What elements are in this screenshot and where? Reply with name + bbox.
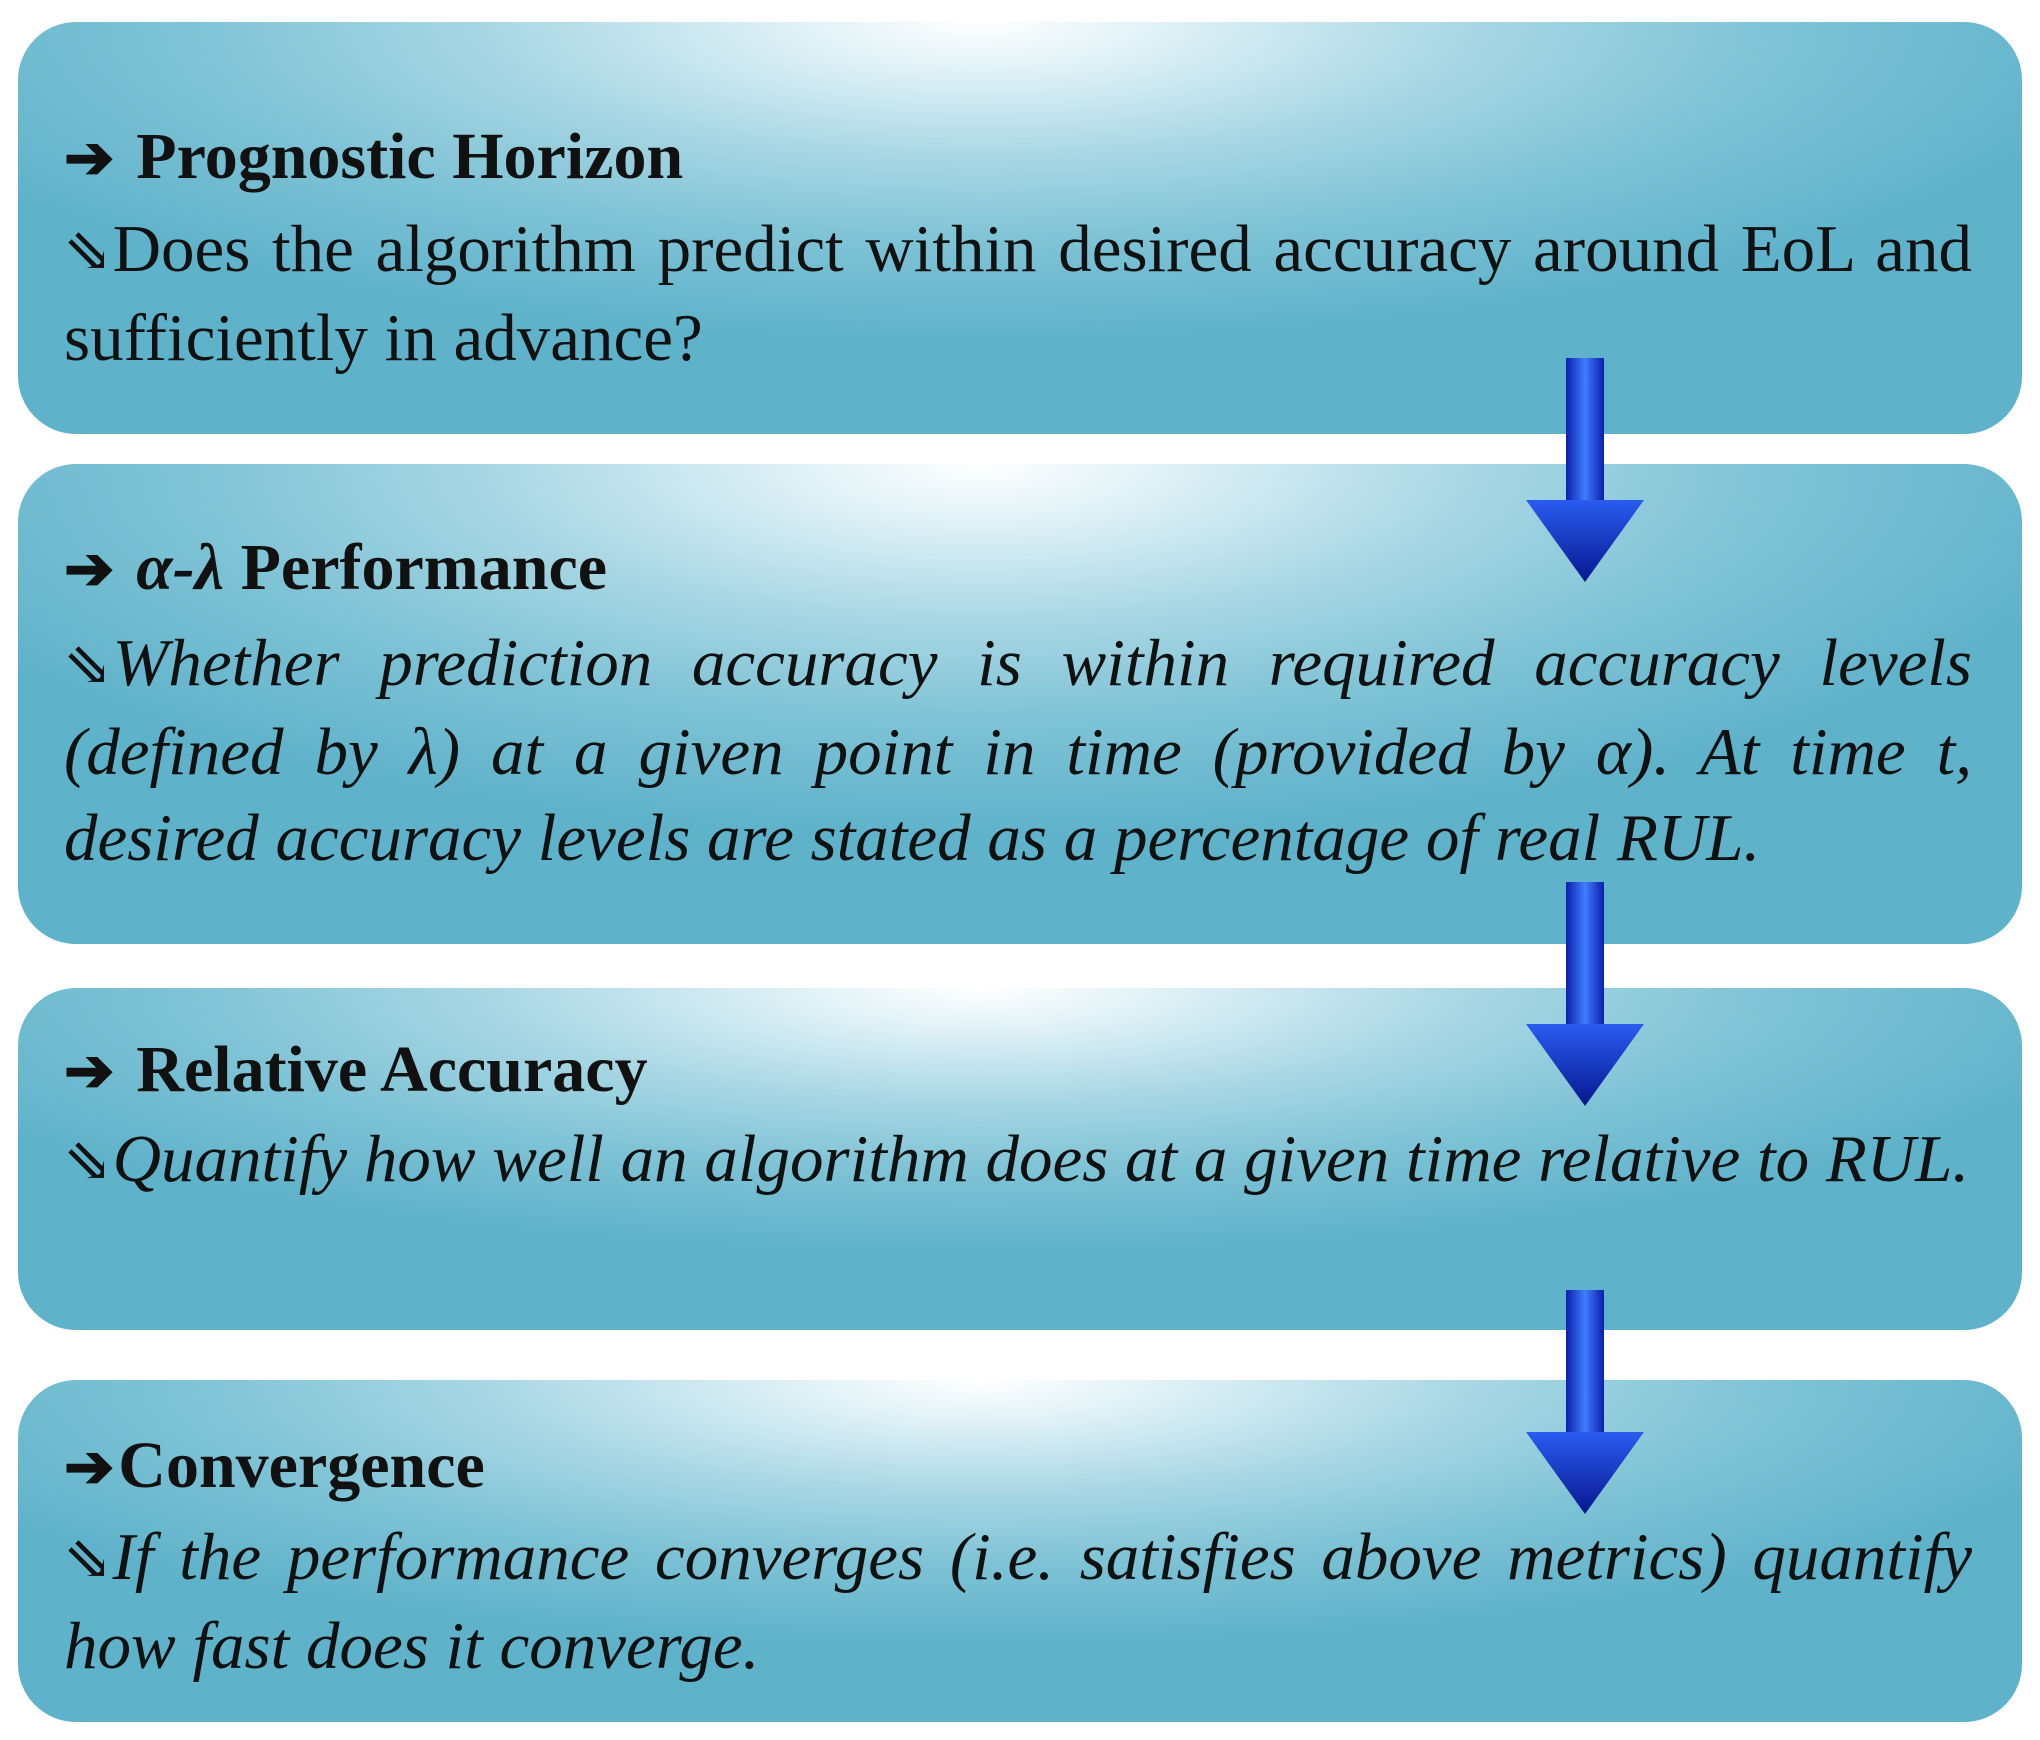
hook-arrow-icon: ⇘ xyxy=(64,633,113,698)
metric-description-text: Does the algorithm predict within desire… xyxy=(64,212,1972,375)
metric-description: ⇘If the performance converges (i.e. sati… xyxy=(64,1514,1972,1689)
metric-description-text: Quantify how well an algorithm does at a… xyxy=(112,1122,1970,1196)
metric-description: ⇘Does the algorithm predict within desir… xyxy=(64,206,1972,381)
metric-title: ➔Convergence xyxy=(64,1426,485,1507)
down-arrow-icon xyxy=(1526,1290,1644,1514)
hook-arrow-icon: ⇘ xyxy=(64,1129,113,1194)
metric-box-convergence: ➔Convergence ⇘If the performance converg… xyxy=(18,1380,2022,1722)
down-arrow-icon xyxy=(1526,882,1644,1106)
hook-arrow-icon: ⇘ xyxy=(64,1527,113,1592)
right-arrow-icon: ➔ xyxy=(64,1434,115,1500)
hook-arrow-icon: ⇘ xyxy=(64,219,113,284)
metric-title-text: Relative Accuracy xyxy=(136,1033,648,1106)
metric-description-text: Whether prediction accuracy is within re… xyxy=(64,626,1972,875)
metric-title: ➔ Relative Accuracy xyxy=(64,1030,648,1111)
metric-box-alpha-lambda-performance: ➔ α-λ Performance ⇘Whether prediction acc… xyxy=(18,464,2022,944)
metric-description-text: If the performance converges (i.e. satis… xyxy=(64,1520,1972,1683)
metric-title: ➔ α-λ Performance xyxy=(64,528,607,609)
right-arrow-icon: ➔ xyxy=(64,125,115,191)
metric-box-relative-accuracy: ➔ Relative Accuracy ⇘Quantify how well an… xyxy=(18,988,2022,1330)
metric-title-greek: α-λ xyxy=(136,531,225,604)
metric-title-text: Performance xyxy=(240,531,608,604)
metric-description: ⇘Whether prediction accuracy is within r… xyxy=(64,620,1972,881)
metric-description: ⇘Quantify how well an algorithm does at … xyxy=(64,1116,1972,1205)
right-arrow-icon: ➔ xyxy=(64,1038,115,1104)
metric-box-prognostic-horizon: ➔ Prognostic Horizon ⇘Does the algorithm … xyxy=(18,22,2022,434)
metric-title: ➔ Prognostic Horizon xyxy=(64,117,683,198)
metric-title-text: Convergence xyxy=(118,1429,485,1502)
down-arrow-icon xyxy=(1526,358,1644,582)
right-arrow-icon: ➔ xyxy=(64,536,115,602)
metric-title-text: Prognostic Horizon xyxy=(136,120,684,193)
